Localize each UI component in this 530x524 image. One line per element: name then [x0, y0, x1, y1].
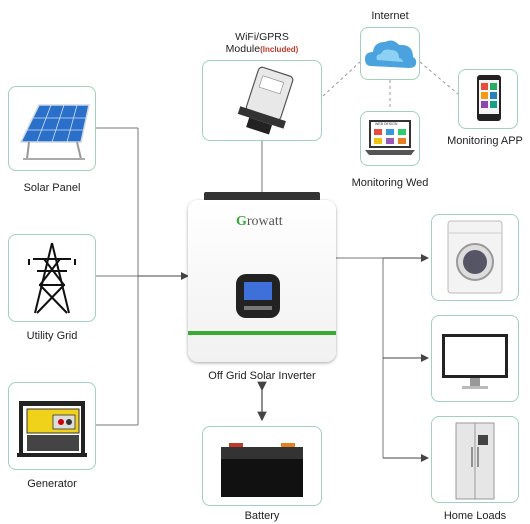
green-stripe — [188, 331, 336, 335]
monitoring-app-box — [458, 69, 518, 129]
monitor-box — [431, 315, 519, 402]
monitor-icon — [442, 334, 508, 389]
inverter-label: Off Grid Solar Inverter — [208, 370, 316, 382]
inverter-display — [236, 274, 280, 318]
internet-box — [360, 27, 420, 80]
inverter-body: Growatt — [188, 192, 336, 362]
monitoring-app-label: Monitoring APP — [447, 135, 523, 147]
battery-box — [202, 426, 322, 506]
solar-panel-icon — [19, 104, 90, 160]
transmission-tower-icon — [28, 242, 76, 314]
generator-icon — [17, 401, 87, 457]
solar-panel-label: Solar Panel — [23, 182, 81, 194]
wifi-internet-dashed — [322, 61, 361, 97]
internet-app-dashed — [419, 61, 459, 95]
refrigerator-icon — [455, 422, 495, 500]
lcd-screen — [244, 282, 272, 300]
growatt-logo: Growatt — [236, 214, 283, 229]
solar-panel-box — [8, 86, 96, 171]
utility-grid-box — [8, 234, 96, 322]
washing-machine-icon — [447, 220, 503, 294]
brand-text: rowatt — [246, 214, 283, 229]
cloud-icon — [365, 40, 417, 68]
monitoring-web-box: WEB DESIGN — [360, 111, 420, 166]
wifi-title-line1: WiFi/GPRS — [235, 31, 289, 43]
wifi-dongle-icon — [237, 66, 294, 135]
generator-box — [8, 382, 96, 470]
button-row — [244, 306, 272, 310]
inverter-mount — [204, 192, 320, 200]
laptop-icon — [365, 120, 415, 155]
web-design-text: WEB DESIGN — [375, 122, 398, 126]
washer-box — [431, 214, 519, 301]
internet-label: Internet — [371, 10, 409, 22]
home-loads-label: Home Loads — [443, 510, 507, 522]
smartphone-icon — [477, 75, 501, 121]
generator-label: Generator — [27, 478, 77, 490]
monitoring-web-label: Monitoring Wed — [351, 177, 429, 189]
included-tag: (Included) — [260, 45, 299, 54]
fridge-box — [431, 416, 519, 503]
battery-label: Battery — [244, 510, 280, 522]
utility-grid-label: Utility Grid — [26, 330, 78, 342]
wifi-module-box — [202, 60, 322, 141]
wifi-module-title: WiFi/GPRS Module(Included) — [200, 31, 324, 56]
wifi-title-line2: Module — [225, 43, 261, 55]
battery-icon — [221, 443, 303, 497]
